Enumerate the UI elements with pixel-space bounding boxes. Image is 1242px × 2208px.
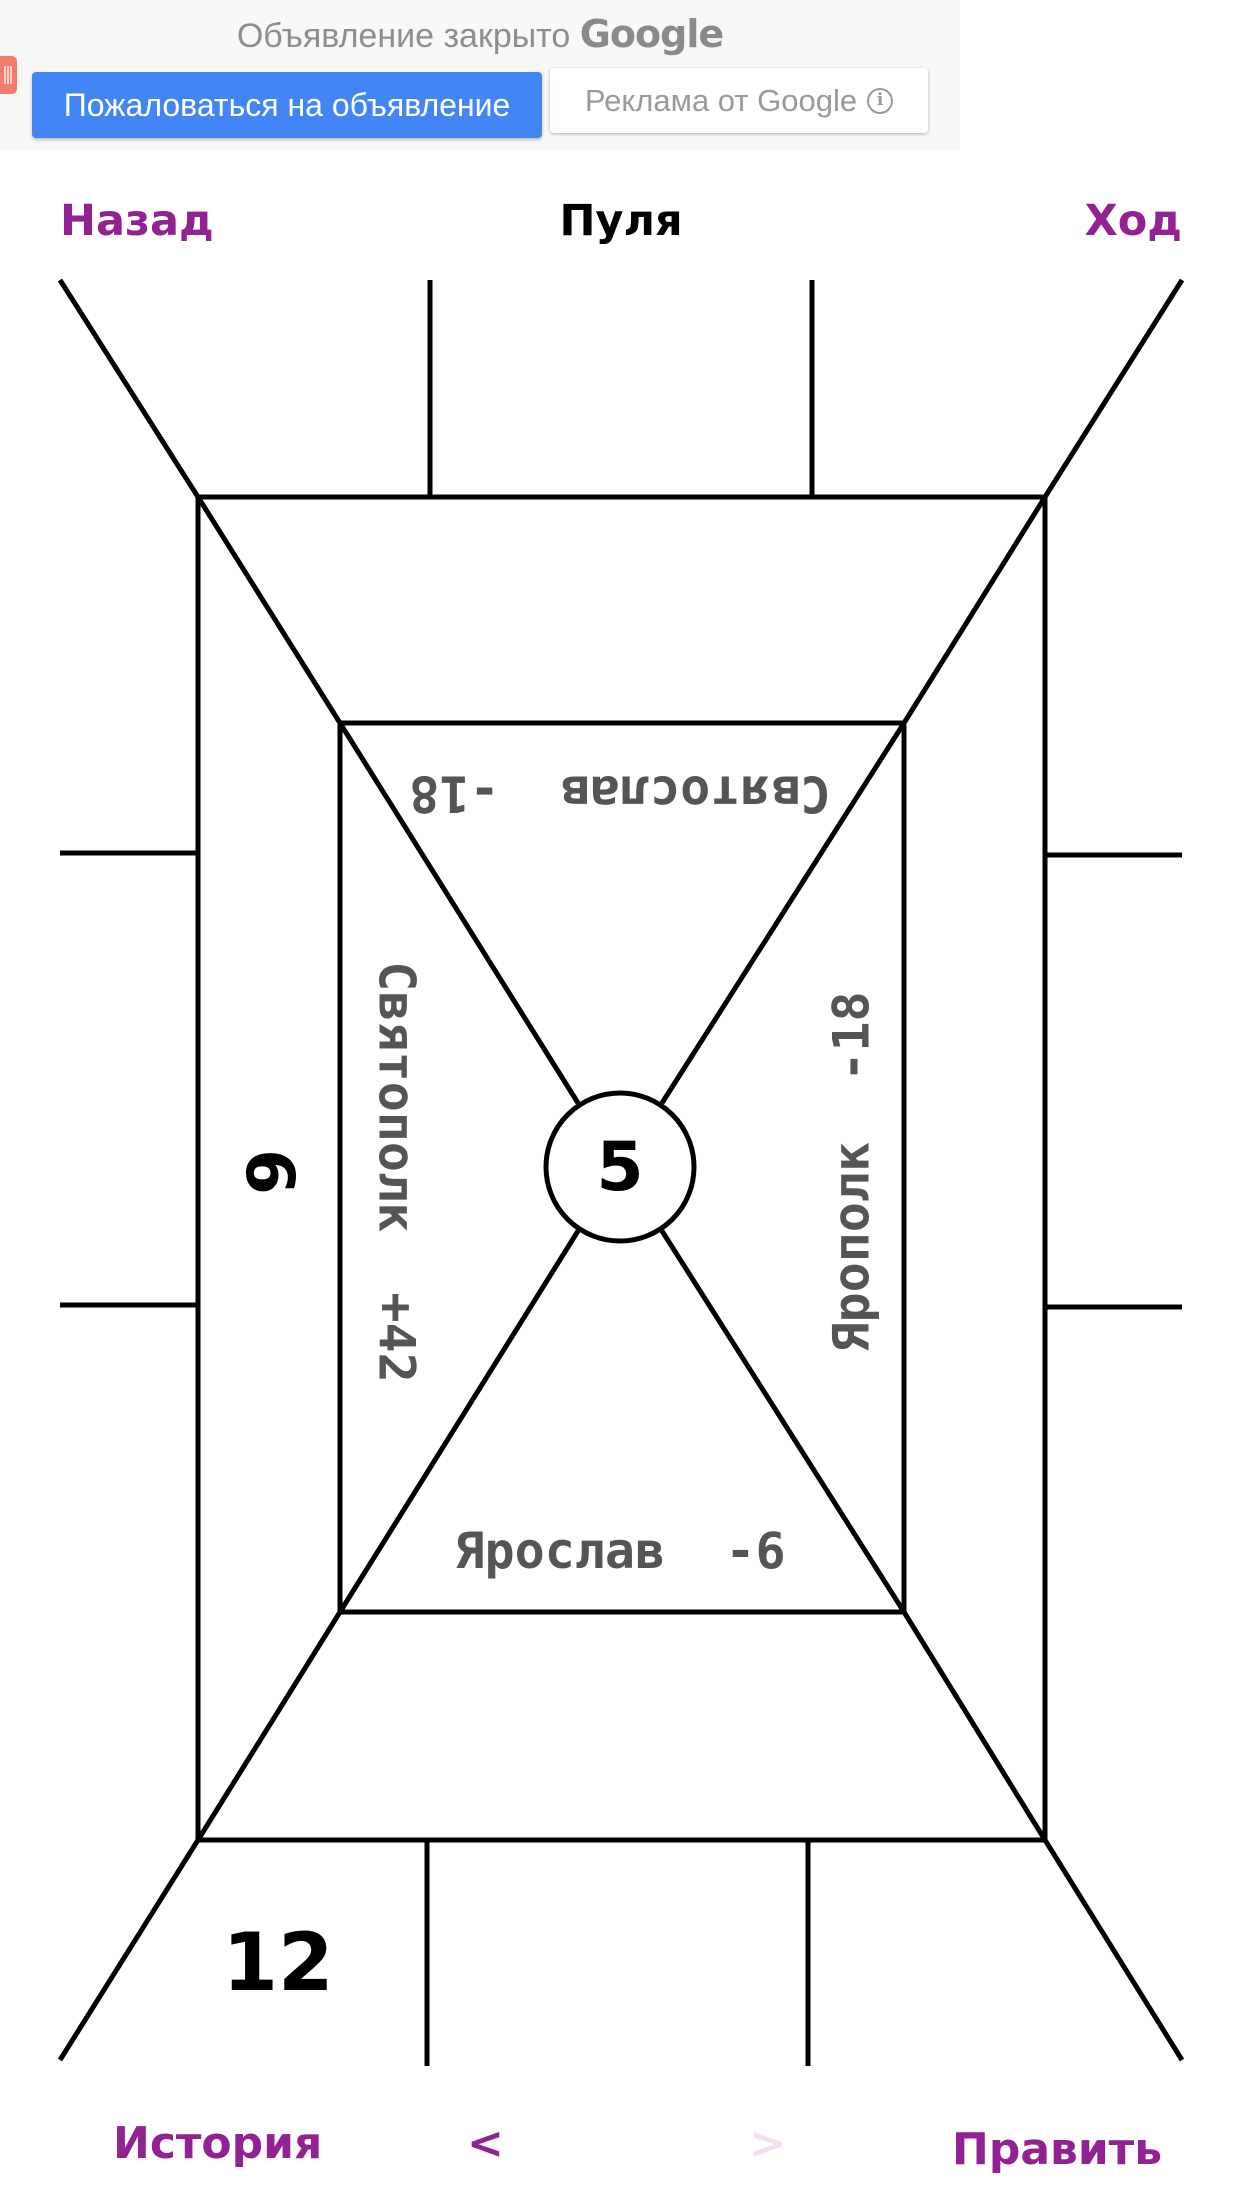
player-left-label: Святополк +42 (368, 961, 426, 1382)
google-logo: Google (579, 12, 724, 56)
center-circle (543, 1090, 697, 1244)
report-ad-button[interactable]: Пожаловаться на объявление (32, 72, 542, 138)
edit-button[interactable]: Править (952, 2124, 1163, 2175)
history-button[interactable]: История (113, 2118, 323, 2169)
info-icon: i (867, 87, 894, 114)
ad-handle[interactable] (0, 56, 17, 94)
ad-closed-text: Объявление закрыто (236, 17, 571, 55)
board-lines (57, 278, 1185, 2066)
left-column-value: 6 (231, 1149, 308, 1195)
prev-button[interactable]: < (467, 2118, 504, 2169)
ads-by-label: Реклама от Google (584, 82, 858, 118)
back-button[interactable]: Назад (60, 196, 214, 246)
page-title: Пуля (559, 196, 683, 246)
ad-banner: Объявление закрыто Google Пожаловаться н… (0, 0, 960, 150)
center-value: 5 (596, 1128, 643, 1207)
move-button[interactable]: Ход (1084, 196, 1182, 246)
ads-by-google-button[interactable]: Реклама от Google i (550, 68, 928, 133)
bottom-left-value: 12 (222, 1916, 333, 2009)
player-top-label: Святослав -18 (409, 765, 830, 823)
next-button[interactable]: > (749, 2118, 786, 2169)
player-bottom-label: Ярослав -6 (454, 1522, 785, 1580)
player-right-label: Ярополк -18 (823, 991, 881, 1352)
ad-closed-title: Объявление закрыто Google (0, 12, 960, 56)
